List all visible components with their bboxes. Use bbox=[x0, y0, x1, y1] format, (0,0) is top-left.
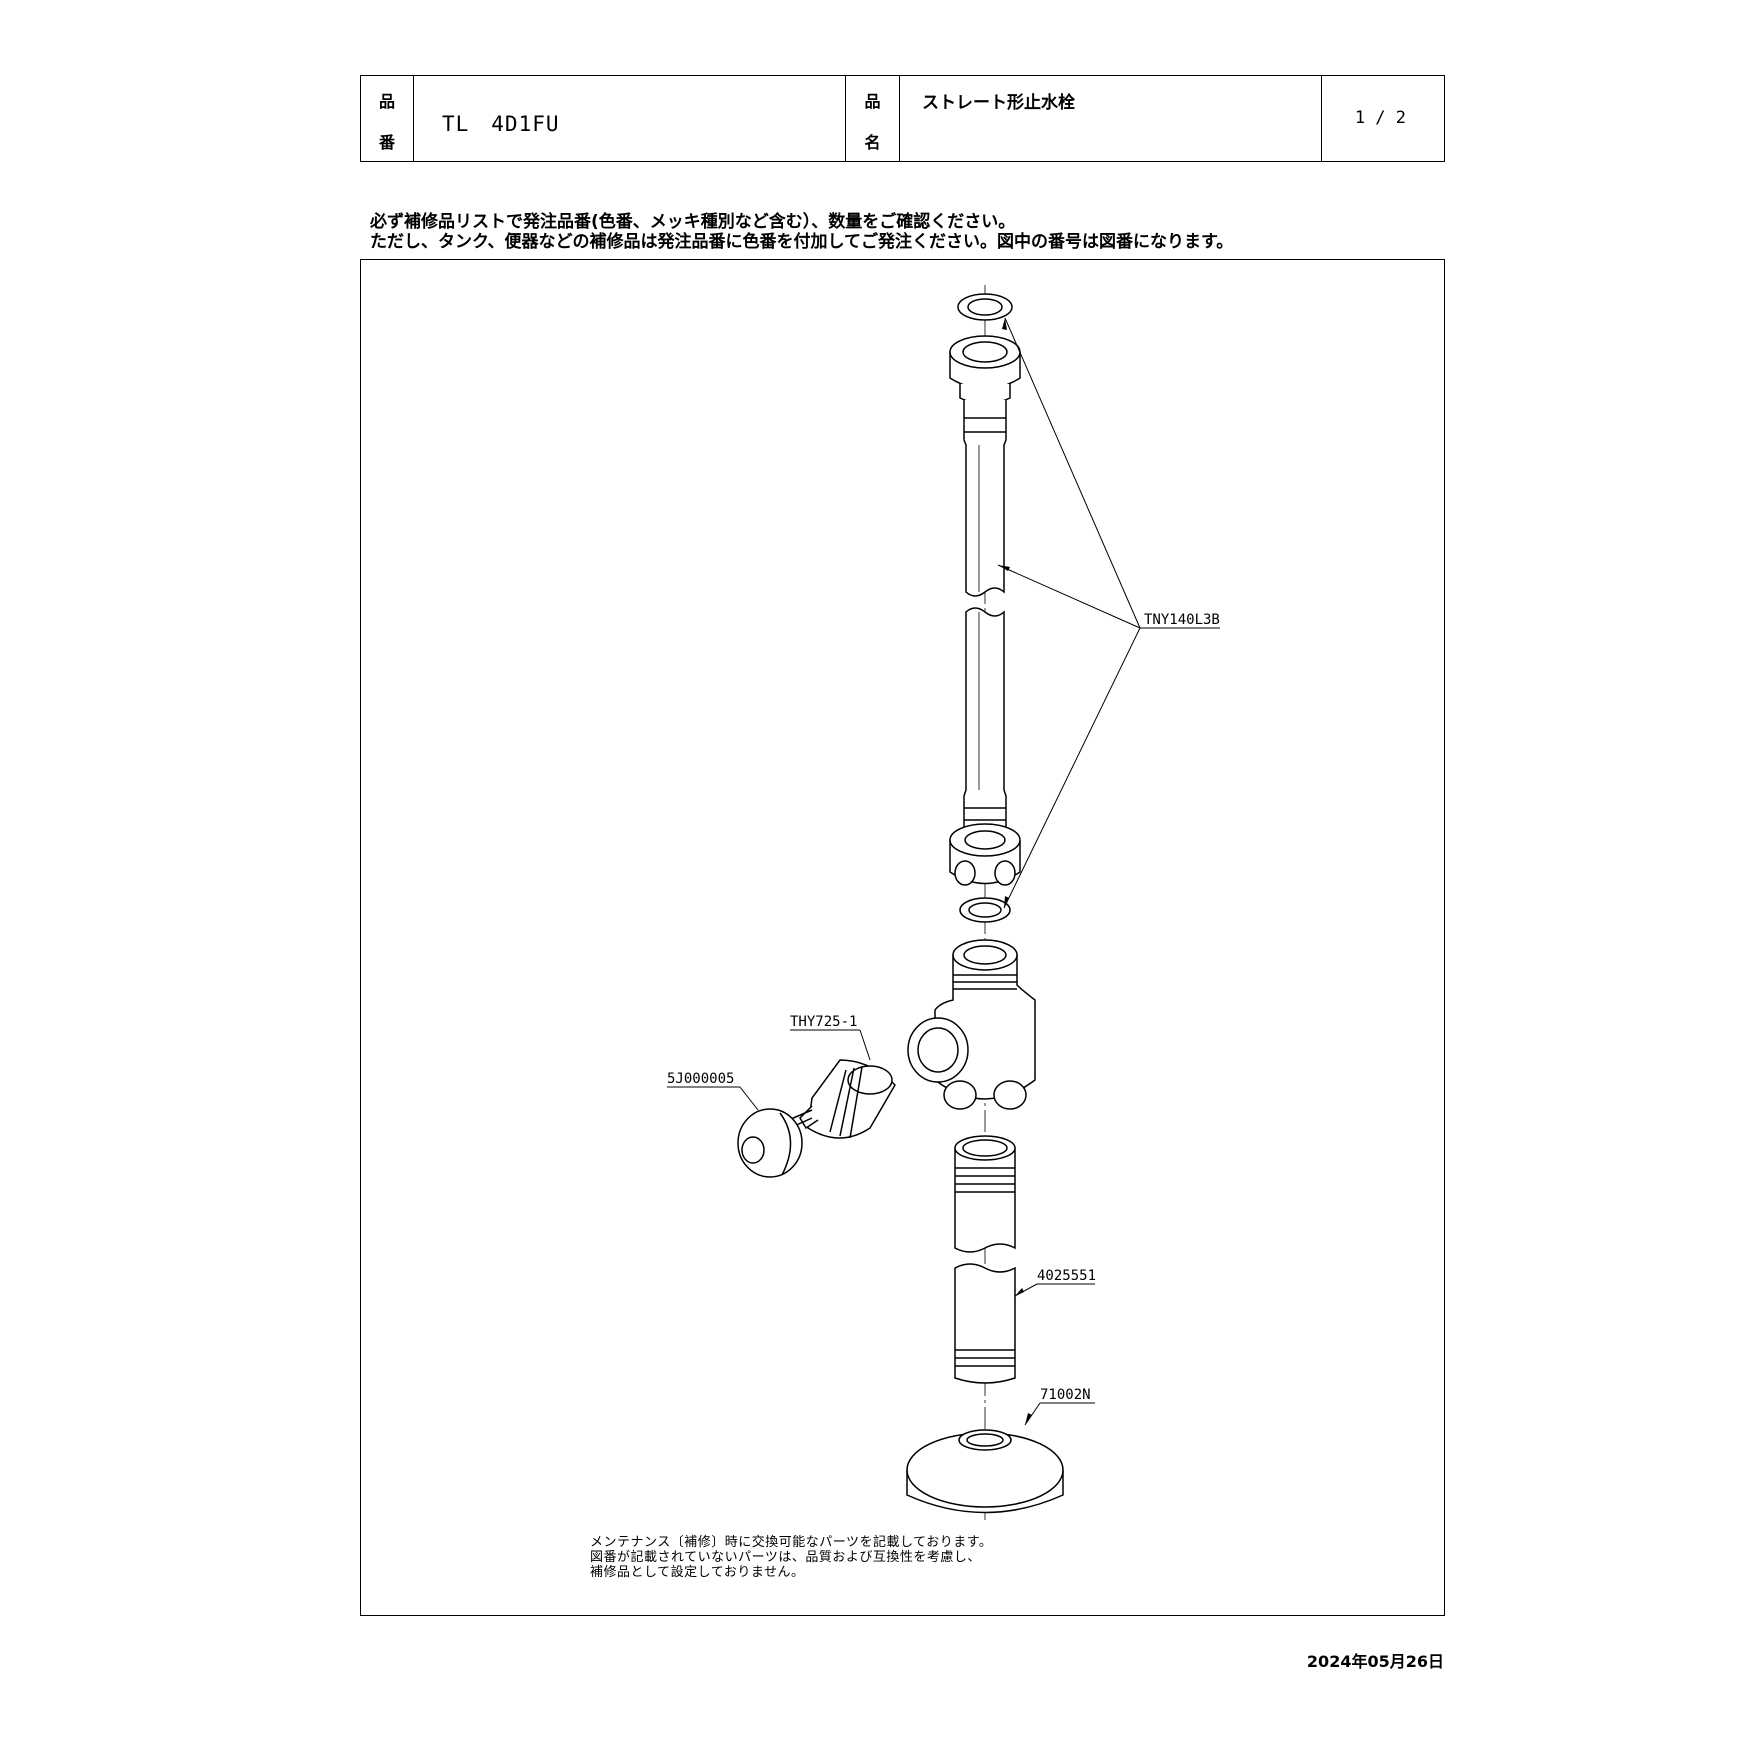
hose-lower-part bbox=[963, 607, 1007, 831]
part-number-hose: TNY140L3B bbox=[1144, 612, 1220, 628]
product-code: TL 4D1FU bbox=[442, 112, 560, 136]
footnote-line-3: 補修品として設定しておりません。 bbox=[590, 1565, 805, 1580]
product-code-cell: TL 4D1FU bbox=[414, 76, 846, 161]
code-label-top: 品 bbox=[378, 92, 396, 111]
code-label-bottom: 番 bbox=[378, 133, 396, 152]
leader-arrows bbox=[998, 318, 1032, 1425]
name-label-cell: 品 名 bbox=[846, 76, 900, 161]
top-washer-part bbox=[957, 293, 1013, 321]
notice-line-2: ただし、タンク、便器などの補修品は発注品番に色番を付加してご発注ください。図中の… bbox=[370, 232, 1234, 252]
title-block: 品 番 TL 4D1FU 品 名 ストレート形止水栓 1 / 2 bbox=[360, 75, 1445, 162]
leader-lines bbox=[667, 317, 1220, 1426]
top-nut-part bbox=[949, 335, 1021, 405]
code-label-cell: 品 番 bbox=[361, 76, 414, 161]
part-number-flange: 71002N bbox=[1040, 1387, 1091, 1403]
footnote-line-1: メンテナンス〔補修〕時に交換可能なパーツを記載しております。 bbox=[590, 1535, 993, 1550]
order-notice: 必ず補修品リストで発注品番(色番、メッキ種別など含む）、数量をご確認ください。 … bbox=[370, 212, 1233, 252]
drawing-frame bbox=[360, 259, 1445, 1616]
name-label-top: 品 bbox=[864, 92, 881, 111]
handle-part bbox=[737, 1108, 803, 1178]
hose-upper-part bbox=[963, 400, 1007, 597]
product-name: ストレート形止水栓 bbox=[922, 93, 1075, 113]
product-name-cell: ストレート形止水栓 bbox=[900, 76, 1322, 161]
cartridge-part bbox=[769, 1059, 896, 1139]
valve-body-part bbox=[907, 939, 1036, 1110]
pipe-part bbox=[954, 1135, 1016, 1384]
flange-part bbox=[906, 1429, 1064, 1514]
bottom-washer-part bbox=[959, 897, 1011, 923]
page-number: 1 / 2 bbox=[1354, 108, 1406, 128]
name-label-bottom: 名 bbox=[864, 133, 881, 152]
footnote-line-2: 図番が記載されていないパーツは、品質および互換性を考慮し、 bbox=[590, 1550, 981, 1565]
bottom-nut-part bbox=[949, 823, 1021, 886]
part-number-pipe: 4025551 bbox=[1037, 1268, 1096, 1284]
maintenance-footnote: メンテナンス〔補修〕時に交換可能なパーツを記載しております。 図番が記載されてい… bbox=[590, 1535, 992, 1580]
issue-date: 2024年05月26日 bbox=[1306, 1652, 1444, 1671]
notice-line-1: 必ず補修品リストで発注品番(色番、メッキ種別など含む）、数量をご確認ください。 bbox=[370, 212, 1016, 232]
part-number-cartridge: THY725-1 bbox=[790, 1014, 857, 1030]
part-number-handle: 5J000005 bbox=[667, 1071, 734, 1087]
